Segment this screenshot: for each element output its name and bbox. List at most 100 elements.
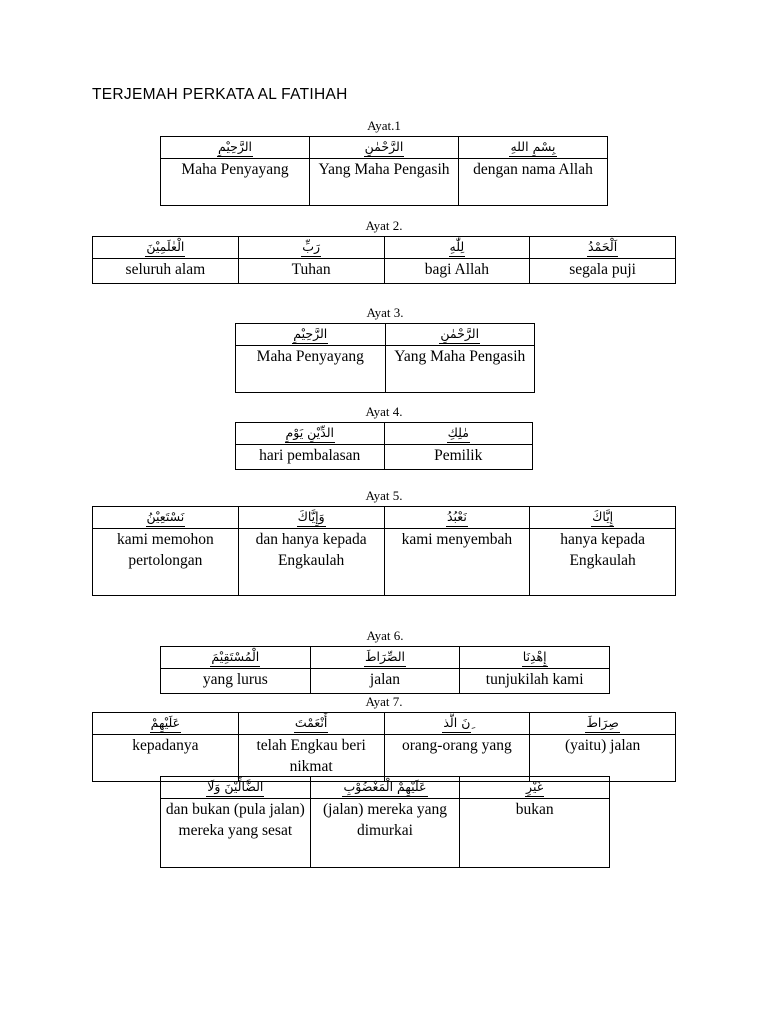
translation-cell: hanya kepada Engkaulah (529, 528, 676, 596)
arabic-word-cell: الرَّحِيْمِ (235, 323, 386, 346)
translation-cell: orang-orang yang (383, 734, 531, 782)
arabic-word: إِهْدِنَا (521, 648, 548, 667)
translation-cell: Yang Maha Pengasih (384, 345, 535, 393)
ayat-label: Ayat.1 (367, 118, 401, 133)
arabic-word: الرَّحِيْمِ (217, 138, 253, 157)
ayat-table: الرَّحِيْمِ الرَّحْمٰنِ بِسْمِ اللهِ Mah… (160, 136, 608, 206)
arabic-word: الْمُسْتَقِيْمَ (210, 648, 261, 667)
translation-cell: hari pembalasan (235, 444, 385, 470)
arabic-word-cell: الصِّرَاطَ (309, 646, 461, 669)
table-row-translation: kepadanya telah Engkau beri nikmat orang… (92, 734, 676, 782)
ayat-label: Ayat 3. (366, 305, 404, 320)
arabic-word: بِسْمِ اللهِ (509, 138, 557, 157)
translation-cell: Tuhan (237, 258, 385, 284)
arabic-word: عَلَيْهِمْ (149, 714, 182, 733)
page-title: TERJEMAH PERKATA AL FATIHAH (92, 86, 348, 103)
translation-cell: kami memohon pertolongan (92, 528, 239, 596)
ayat-table: الْمُسْتَقِيْمَ الصِّرَاطَ إِهْدِنَا yan… (160, 646, 610, 694)
translation-cell: (yaitu) jalan (529, 734, 676, 782)
table-row-arabic: الضَّالِّيْنَ وَلَا عَلَيْهِمْ الْمَغْضُ… (160, 776, 610, 799)
table-row-arabic: الْعٰلَمِيْنَ رَبِّ لِلّٰهِ اَلْحَمْدُ (92, 236, 676, 259)
arabic-word: الضَّالِّيْنَ وَلَا (206, 778, 265, 797)
arabic-word-cell: رَبِّ (237, 236, 385, 259)
arabic-word-cell: الدِّيْنِ يَوْمِ (235, 422, 385, 445)
arabic-word-cell: نَعْبُدُ (383, 506, 531, 529)
ayat-label: Ayat 2. (365, 218, 403, 233)
translation-cell: (jalan) mereka yang dimurkai (309, 798, 461, 868)
translation-cell: kepadanya (92, 734, 239, 782)
arabic-word: صِرَاطَ (585, 714, 620, 733)
table-row-arabic: الدِّيْنِ يَوْمِ مٰلِكِ (235, 422, 533, 445)
arabic-word: نَعْبُدُ (445, 508, 468, 527)
ayat-block-7-continued: الضَّالِّيْنَ وَلَا عَلَيْهِمْ الْمَغْضُ… (160, 776, 610, 868)
ayat-table: الْعٰلَمِيْنَ رَبِّ لِلّٰهِ اَلْحَمْدُ s… (92, 236, 676, 284)
arabic-word: مٰلِكِ (446, 424, 470, 443)
arabic-word-cell: صِرَاطَ (529, 712, 676, 735)
ayat-block-3: Ayat 3. الرَّحِيْمِ الرَّحْمٰنِ Maha Pen… (235, 305, 535, 393)
translation-cell: tunjukilah kami (459, 668, 610, 694)
table-row-translation: kami memohon pertolongan dan hanya kepad… (92, 528, 676, 596)
table-row-arabic: الرَّحِيْمِ الرَّحْمٰنِ (235, 323, 535, 346)
translation-cell: dan bukan (pula jalan) mereka yang sesat (160, 798, 311, 868)
arabic-word: الدِّيْنِ يَوْمِ (284, 424, 335, 443)
ayat-block-6: Ayat 6. الْمُسْتَقِيْمَ الصِّرَاطَ إِهْد… (160, 628, 610, 694)
table-row-translation: Maha Penyayang Yang Maha Pengasih (235, 345, 535, 393)
translation-cell: Maha Penyayang (235, 345, 386, 393)
arabic-word-cell: الضَّالِّيْنَ وَلَا (160, 776, 311, 799)
translation-cell: kami menyembah (383, 528, 531, 596)
ayat-label: Ayat 7. (365, 694, 403, 709)
ayat-block-4: Ayat 4. الدِّيْنِ يَوْمِ مٰلِكِ hari pem… (235, 404, 533, 470)
table-row-translation: Maha Penyayang Yang Maha Pengasih dengan… (160, 158, 608, 206)
arabic-word-cell: الرَّحْمٰنِ (384, 323, 535, 346)
arabic-word: ِنَ الَّذ (442, 714, 472, 733)
ayat-label: Ayat 6. (366, 628, 404, 643)
translation-cell: telah Engkau beri nikmat (237, 734, 385, 782)
arabic-word: عَلَيْهِمْ الْمَغْضُوْبِ (342, 778, 428, 797)
translation-cell: Maha Penyayang (160, 158, 310, 206)
table-row-translation: yang lurus jalan tunjukilah kami (160, 668, 610, 694)
arabic-word-cell: الرَّحْمٰنِ (309, 136, 459, 159)
translation-cell: jalan (309, 668, 461, 694)
arabic-word: الرَّحْمٰنِ (363, 138, 405, 157)
translation-cell: bukan (459, 798, 610, 868)
translation-cell: Pemilik (383, 444, 533, 470)
arabic-word: الْعٰلَمِيْنَ (145, 238, 186, 257)
table-row-arabic: عَلَيْهِمْ أَنْعَمْتَ ِنَ الَّذ صِرَاطَ (92, 712, 676, 735)
arabic-word-cell: وَإِيَّاكَ (237, 506, 385, 529)
arabic-word: غَيْرِ (525, 778, 545, 797)
arabic-word: اَلْحَمْدُ (587, 238, 619, 257)
ayat-block-2: Ayat 2. الْعٰلَمِيْنَ رَبِّ لِلّٰهِ اَلْ… (92, 218, 676, 284)
arabic-word-cell: إِيَّاكَ (529, 506, 676, 529)
translation-cell: seluruh alam (92, 258, 239, 284)
arabic-word-cell: مٰلِكِ (383, 422, 533, 445)
table-row-translation: seluruh alam Tuhan bagi Allah segala puj… (92, 258, 676, 284)
ayat-block-1: Ayat.1 الرَّحِيْمِ الرَّحْمٰنِ بِسْمِ ال… (160, 118, 608, 206)
arabic-word-cell: عَلَيْهِمْ (92, 712, 239, 735)
translation-cell: Yang Maha Pengasih (309, 158, 459, 206)
arabic-word: إِيَّاكَ (591, 508, 615, 527)
translation-cell: yang lurus (160, 668, 311, 694)
arabic-word-cell: ِنَ الَّذ (383, 712, 531, 735)
arabic-word: لِلّٰهِ (448, 238, 466, 257)
ayat-label: Ayat 5. (365, 488, 403, 503)
arabic-word-cell: إِهْدِنَا (459, 646, 610, 669)
ayat-table: عَلَيْهِمْ أَنْعَمْتَ ِنَ الَّذ صِرَاطَ … (92, 712, 676, 782)
arabic-word-cell: أَنْعَمْتَ (237, 712, 385, 735)
ayat-block-7: Ayat 7. عَلَيْهِمْ أَنْعَمْتَ ِنَ الَّذ … (92, 694, 676, 782)
ayat-label: Ayat 4. (365, 404, 403, 419)
table-row-arabic: الْمُسْتَقِيْمَ الصِّرَاطَ إِهْدِنَا (160, 646, 610, 669)
arabic-word-cell: الْمُسْتَقِيْمَ (160, 646, 311, 669)
ayat-block-5: Ayat 5. نَسْتَعِيْنُ وَإِيَّاكَ نَعْبُدُ… (92, 488, 676, 596)
arabic-word: نَسْتَعِيْنُ (145, 508, 186, 527)
table-row-arabic: نَسْتَعِيْنُ وَإِيَّاكَ نَعْبُدُ إِيَّاك… (92, 506, 676, 529)
translation-cell: segala puji (529, 258, 676, 284)
table-row-arabic: الرَّحِيْمِ الرَّحْمٰنِ بِسْمِ اللهِ (160, 136, 608, 159)
arabic-word: رَبِّ (301, 238, 322, 257)
arabic-word-cell: غَيْرِ (459, 776, 610, 799)
arabic-word-cell: نَسْتَعِيْنُ (92, 506, 239, 529)
arabic-word: الرَّحِيْمِ (292, 325, 329, 344)
table-row-translation: hari pembalasan Pemilik (235, 444, 533, 470)
arabic-word-cell: اَلْحَمْدُ (529, 236, 676, 259)
arabic-word: أَنْعَمْتَ (293, 714, 329, 733)
